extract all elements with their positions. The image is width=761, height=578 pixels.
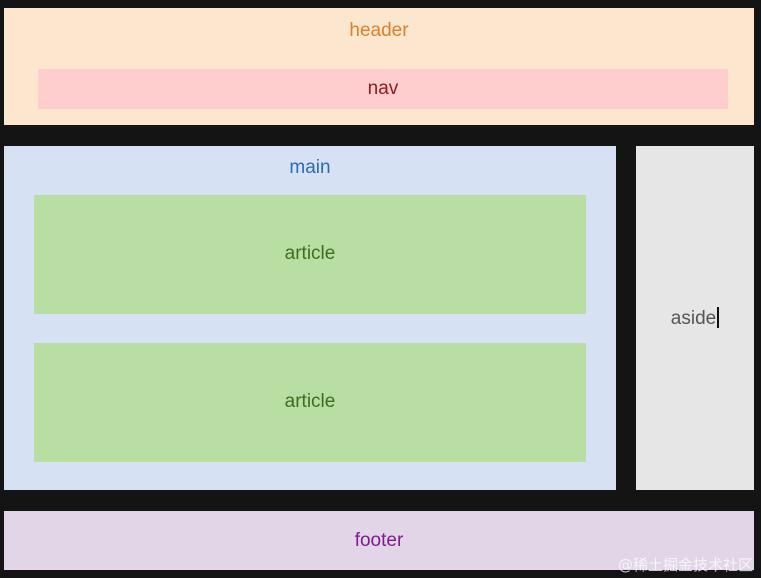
aside-region: aside bbox=[636, 146, 754, 490]
aside-label: aside bbox=[670, 308, 717, 329]
aside-label-wrap: aside bbox=[636, 307, 754, 330]
article-label-1: article bbox=[284, 243, 336, 264]
header-region: header nav bbox=[4, 8, 754, 125]
nav-label: nav bbox=[367, 78, 399, 99]
header-label: header bbox=[349, 20, 409, 41]
footer-region: footer bbox=[4, 511, 754, 570]
main-label: main bbox=[289, 157, 331, 178]
watermark: @稀土掘金技术社区 bbox=[617, 556, 753, 574]
nav-region: nav bbox=[38, 69, 728, 109]
article-region-2: article bbox=[34, 343, 586, 462]
article-region-1: article bbox=[34, 195, 586, 314]
article-label-2: article bbox=[284, 391, 336, 412]
text-cursor-icon bbox=[717, 307, 720, 328]
footer-label: footer bbox=[354, 530, 404, 551]
